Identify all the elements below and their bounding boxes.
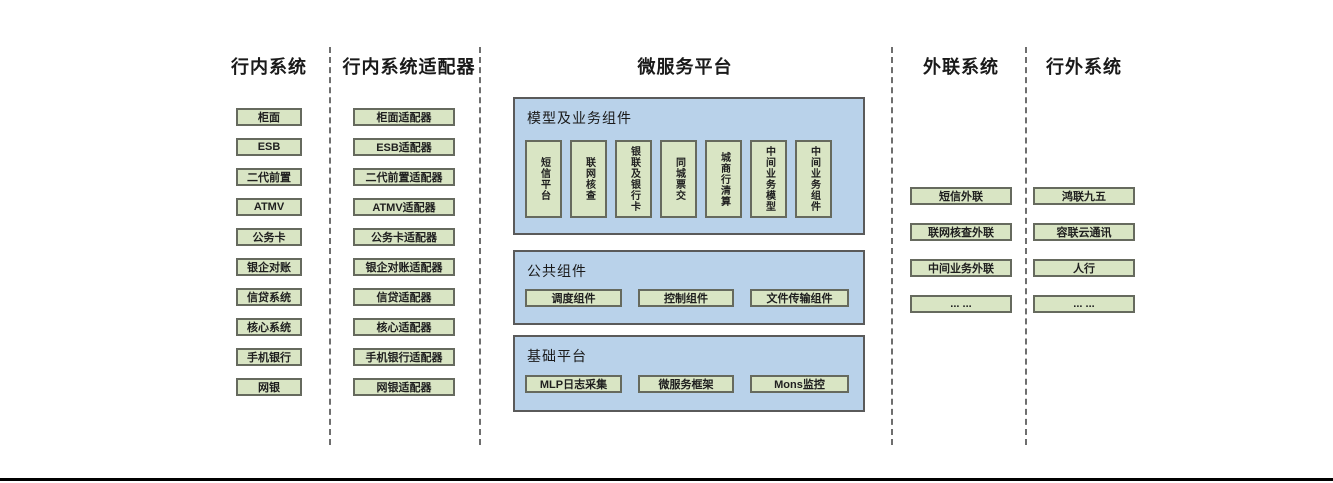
business-component-box: 城商行清算	[705, 140, 742, 218]
internal-system-box: 信贷系统	[236, 288, 302, 306]
business-component-box: 同城票交	[660, 140, 697, 218]
internal-systems-column: 柜面 ESB 二代前置 ATMV 公务卡 银企对账 信贷系统 核心系统 手机银行…	[236, 108, 302, 396]
common-components-boxes: 调度组件 控制组件 文件传输组件	[525, 289, 849, 307]
header-outside-systems: 行外系统	[1046, 57, 1122, 77]
base-platform-box: Mons监控	[750, 375, 849, 393]
column-divider	[891, 47, 893, 445]
common-component-box: 控制组件	[638, 289, 734, 307]
external-link-box: ... ...	[910, 295, 1012, 313]
internal-system-box: 银企对账	[236, 258, 302, 276]
column-divider	[329, 47, 331, 445]
external-link-box: 联网核查外联	[910, 223, 1012, 241]
column-divider	[479, 47, 481, 445]
panel-label: 公共组件	[527, 263, 587, 279]
external-link-box: 短信外联	[910, 187, 1012, 205]
adapter-box: 信贷适配器	[353, 288, 455, 306]
adapter-box: 银企对账适配器	[353, 258, 455, 276]
header-external-link-systems: 外联系统	[923, 57, 999, 77]
outside-systems-column: 鸿联九五 容联云通讯 人行 ... ...	[1033, 187, 1135, 313]
internal-system-box: 二代前置	[236, 168, 302, 186]
common-components-panel: 公共组件 调度组件 控制组件 文件传输组件	[513, 250, 865, 325]
internal-system-box: ESB	[236, 138, 302, 156]
header-internal-adapters: 行内系统适配器	[342, 57, 476, 77]
common-component-box: 文件传输组件	[750, 289, 849, 307]
adapter-box: ESB适配器	[353, 138, 455, 156]
business-component-box: 中间业务模型	[750, 140, 787, 218]
internal-system-box: 柜面	[236, 108, 302, 126]
internal-system-box: 公务卡	[236, 228, 302, 246]
adapter-box: 柜面适配器	[353, 108, 455, 126]
business-component-box: 短信平台	[525, 140, 562, 218]
outside-system-box: 人行	[1033, 259, 1135, 277]
internal-system-box: 手机银行	[236, 348, 302, 366]
base-platform-box: MLP日志采集	[525, 375, 622, 393]
business-component-box: 中间业务组件	[795, 140, 832, 218]
base-platform-boxes: MLP日志采集 微服务框架 Mons监控	[525, 375, 849, 393]
adapter-box: 核心适配器	[353, 318, 455, 336]
business-component-box: 银联及银行卡	[615, 140, 652, 218]
adapter-box: 网银适配器	[353, 378, 455, 396]
adapter-box: ATMV适配器	[353, 198, 455, 216]
outside-system-box: ... ...	[1033, 295, 1135, 313]
bottom-rule	[0, 478, 1333, 481]
external-link-box: 中间业务外联	[910, 259, 1012, 277]
outside-system-box: 鸿联九五	[1033, 187, 1135, 205]
base-platform-panel: 基础平台 MLP日志采集 微服务框架 Mons监控	[513, 335, 865, 412]
outside-system-box: 容联云通讯	[1033, 223, 1135, 241]
base-platform-box: 微服务框架	[638, 375, 734, 393]
column-divider	[1025, 47, 1027, 445]
business-component-box: 联网核查	[570, 140, 607, 218]
internal-adapters-column: 柜面适配器 ESB适配器 二代前置适配器 ATMV适配器 公务卡适配器 银企对账…	[353, 108, 455, 396]
internal-system-box: 核心系统	[236, 318, 302, 336]
header-microservice-platform: 微服务平台	[637, 57, 733, 77]
header-internal-systems: 行内系统	[231, 57, 307, 77]
adapter-box: 手机银行适配器	[353, 348, 455, 366]
common-component-box: 调度组件	[525, 289, 622, 307]
external-link-systems-column: 短信外联 联网核查外联 中间业务外联 ... ...	[910, 187, 1012, 313]
internal-system-box: ATMV	[236, 198, 302, 216]
model-business-panel: 模型及业务组件 短信平台 联网核查 银联及银行卡 同城票交 城商行清算 中间业务…	[513, 97, 865, 235]
model-business-boxes: 短信平台 联网核查 银联及银行卡 同城票交 城商行清算 中间业务模型 中间业务组…	[525, 140, 832, 218]
panel-label: 基础平台	[527, 348, 587, 364]
adapter-box: 二代前置适配器	[353, 168, 455, 186]
adapter-box: 公务卡适配器	[353, 228, 455, 246]
panel-label: 模型及业务组件	[527, 110, 632, 126]
internal-system-box: 网银	[236, 378, 302, 396]
